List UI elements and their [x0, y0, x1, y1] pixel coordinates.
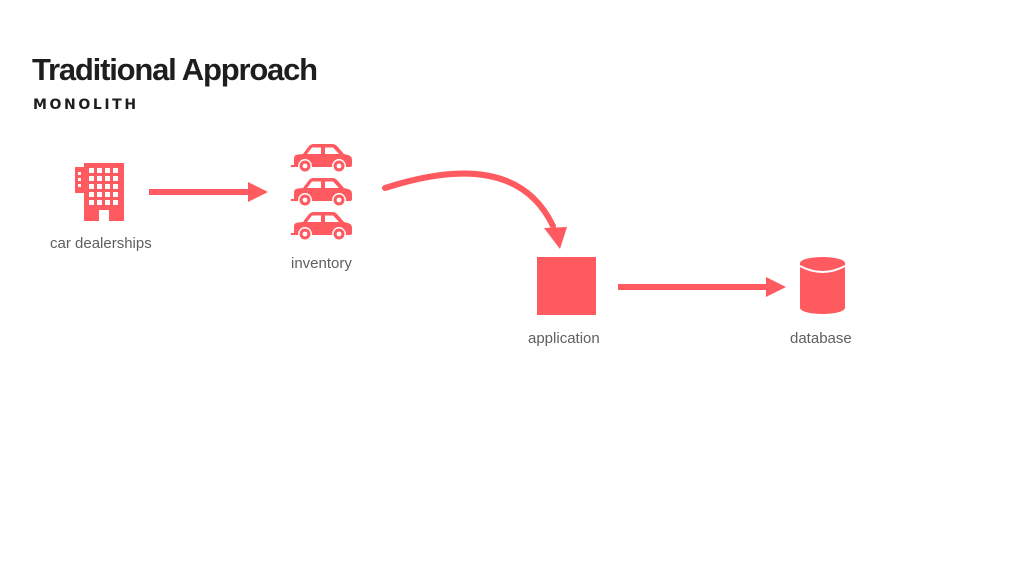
building-icon: [75, 163, 124, 221]
dealership-label: car dealerships: [50, 235, 152, 252]
application-label: application: [528, 330, 600, 347]
database-cylinder-icon: [799, 257, 846, 314]
dealership-node: car dealerships: [50, 163, 152, 252]
slide-subtitle: MONOLITH: [33, 97, 139, 113]
slide-title: Traditional Approach: [32, 52, 318, 87]
inventory-label: inventory: [291, 255, 352, 272]
car-icon: [289, 211, 353, 241]
inventory-node: inventory: [289, 143, 353, 272]
database-node: database: [790, 257, 852, 347]
arrow-application-to-database: [618, 277, 786, 297]
arrow-inventory-to-application: [382, 170, 567, 249]
application-node: application: [528, 257, 600, 347]
database-label: database: [790, 330, 852, 347]
car-icon: [289, 143, 353, 173]
arrow-dealerships-to-inventory: [149, 182, 268, 202]
application-block: [537, 257, 596, 315]
car-icon: [289, 177, 353, 207]
